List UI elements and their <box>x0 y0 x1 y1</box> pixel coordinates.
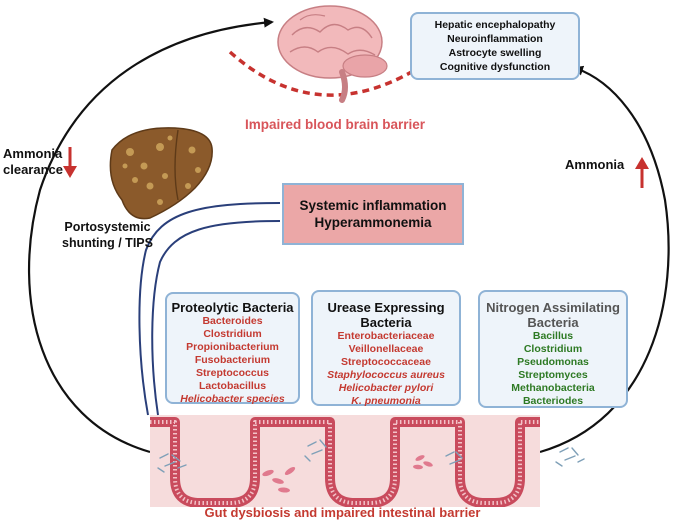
proteolytic-item: Streptococcus <box>196 367 269 379</box>
nitrogen-item: Bacteriodes <box>522 395 584 407</box>
urease-bacteria-box: Urease Expressing Bacteria Enterobacteri… <box>311 290 461 407</box>
shunting-label: Portosystemic shunting / TIPS <box>62 220 153 250</box>
proteolytic-item: Bacteroides <box>202 315 263 327</box>
proteolytic-item: Clostridium <box>203 328 262 340</box>
arrow-up-icon <box>635 157 649 188</box>
bbb-label: Impaired blood brain barrier <box>245 117 426 132</box>
urease-item: Streptococcaceae <box>341 356 431 368</box>
gut-label: Gut dysbiosis and impaired intestinal ba… <box>204 505 481 520</box>
blood-brain-barrier-arc <box>228 50 416 97</box>
urease-title: Urease Expressing Bacteria <box>327 300 445 330</box>
urease-item: Enterobacteriaceae <box>337 330 435 342</box>
proteolytic-item: Helicobacter species <box>180 393 285 405</box>
brain-icon <box>277 5 388 103</box>
nitrogen-item: Methanobacteria <box>511 382 595 394</box>
nitrogen-item: Bacillus <box>532 330 574 342</box>
nitrogen-title: Nitrogen Assimilating Bacteria <box>486 300 620 330</box>
ammonia-clearance-label: Ammonia clearance <box>3 146 63 177</box>
systemic-inflammation-box: Systemic inflammation Hyperammonemia <box>282 183 464 245</box>
urease-item: Helicobacter pylori <box>338 382 434 394</box>
gut-lumen <box>150 415 540 507</box>
arrow-down-icon <box>63 147 77 178</box>
proteolytic-bacteria-box: Proteolytic Bacteria Bacteroides Clostri… <box>165 292 300 405</box>
urease-item: K. pneumonia <box>351 395 421 407</box>
nitrogen-item: Pseudomonas <box>517 356 589 368</box>
nitrogen-item: Clostridium <box>523 343 583 355</box>
effect-cognitive-dysfunction: Cognitive dysfunction <box>439 61 551 73</box>
effect-hepatic-encephalopathy: Hepatic encephalopathy <box>434 19 556 31</box>
right-cycle-arrow <box>539 65 670 454</box>
urease-item: Staphylococcus aureus <box>327 369 445 381</box>
bacteria-icon <box>262 455 433 493</box>
intestinal-villi <box>150 417 540 507</box>
proteolytic-item: Propionibacterium <box>186 341 279 353</box>
shunt-vessel-inner <box>151 220 281 416</box>
left-cycle-arrow <box>28 17 274 454</box>
effect-astrocyte-swelling: Astrocyte swelling <box>448 47 542 59</box>
bacteria-icon <box>157 439 585 473</box>
nitrogen-bacteria-box: Nitrogen Assimilating Bacteria Bacillus … <box>478 290 628 408</box>
nitrogen-item: Streptomyces <box>518 369 588 381</box>
liver-icon <box>109 127 213 220</box>
brain-effects-box: Hepatic encephalopathy Neuroinflammation… <box>410 12 580 80</box>
urease-item: Veillonellaceae <box>348 343 424 355</box>
proteolytic-title: Proteolytic Bacteria <box>171 300 294 315</box>
proteolytic-item: Lactobacillus <box>198 380 267 392</box>
effect-neuroinflammation: Neuroinflammation <box>447 33 543 45</box>
ammonia-right-label: Ammonia <box>565 157 625 172</box>
proteolytic-item: Fusobacterium <box>194 354 271 366</box>
shunt-vessel-outer <box>138 202 281 416</box>
